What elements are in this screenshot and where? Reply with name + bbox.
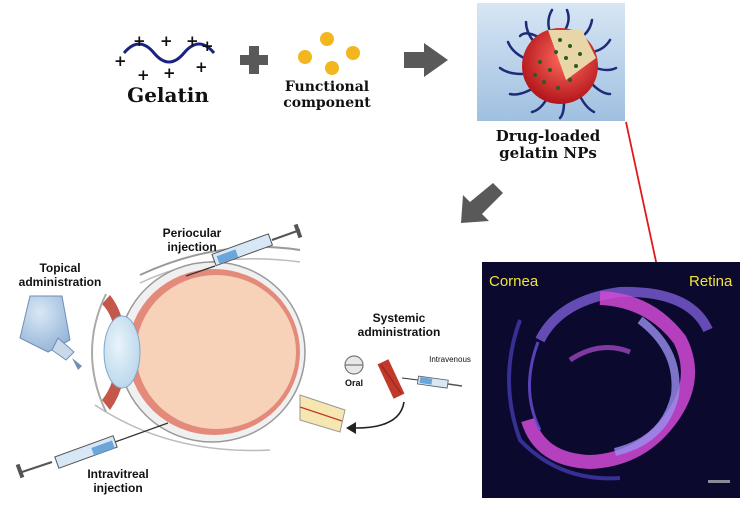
svg-text:+: + — [114, 52, 127, 70]
gelatin-label: Gelatin — [127, 83, 209, 107]
drug-loaded-nanoparticle-illustration — [477, 3, 625, 121]
topical-administration-label: Topical administration — [18, 261, 102, 289]
oral-pill-icon — [344, 355, 364, 375]
retina-label: Retina — [689, 273, 733, 290]
arrow-down-left-icon — [461, 183, 503, 223]
intravitreal-syringe-icon — [15, 422, 169, 479]
arrow-right-icon — [404, 43, 448, 77]
functional-component-dots-icon — [298, 32, 360, 75]
svg-text:+: + — [195, 58, 208, 76]
microscopy-eye-section — [482, 262, 740, 498]
curved-arrow-icon — [346, 401, 405, 434]
iv-bag-icon — [377, 359, 405, 399]
oral-label: Oral — [344, 378, 363, 388]
svg-text:+: + — [133, 32, 146, 50]
periocular-injection-label: Periocular injection — [162, 226, 222, 254]
drug-loaded-nps-label: Drug-loaded gelatin NPs — [495, 127, 601, 163]
systemic-administration-label: Systemic administration — [357, 311, 441, 339]
intravitreal-injection-label: Intravitreal injection — [87, 467, 149, 495]
eye-cross-section-illustration — [91, 246, 346, 452]
svg-text:+: + — [186, 32, 199, 50]
svg-text:+: + — [160, 32, 173, 50]
functional-component-label: Functional component — [283, 79, 371, 112]
intravenous-syringe-icon — [401, 375, 463, 389]
plus-icon — [240, 46, 268, 74]
svg-text:+: + — [163, 64, 176, 82]
intravenous-label: Intravenous — [429, 355, 471, 364]
svg-text:+: + — [137, 66, 150, 84]
gelatin-chain-icon: + + + + + + + + — [114, 32, 216, 84]
svg-text:+: + — [201, 37, 214, 55]
cornea-label: Cornea — [489, 273, 539, 290]
periocular-syringe-icon — [185, 223, 303, 277]
eye-drop-bottle-icon — [19, 295, 82, 370]
